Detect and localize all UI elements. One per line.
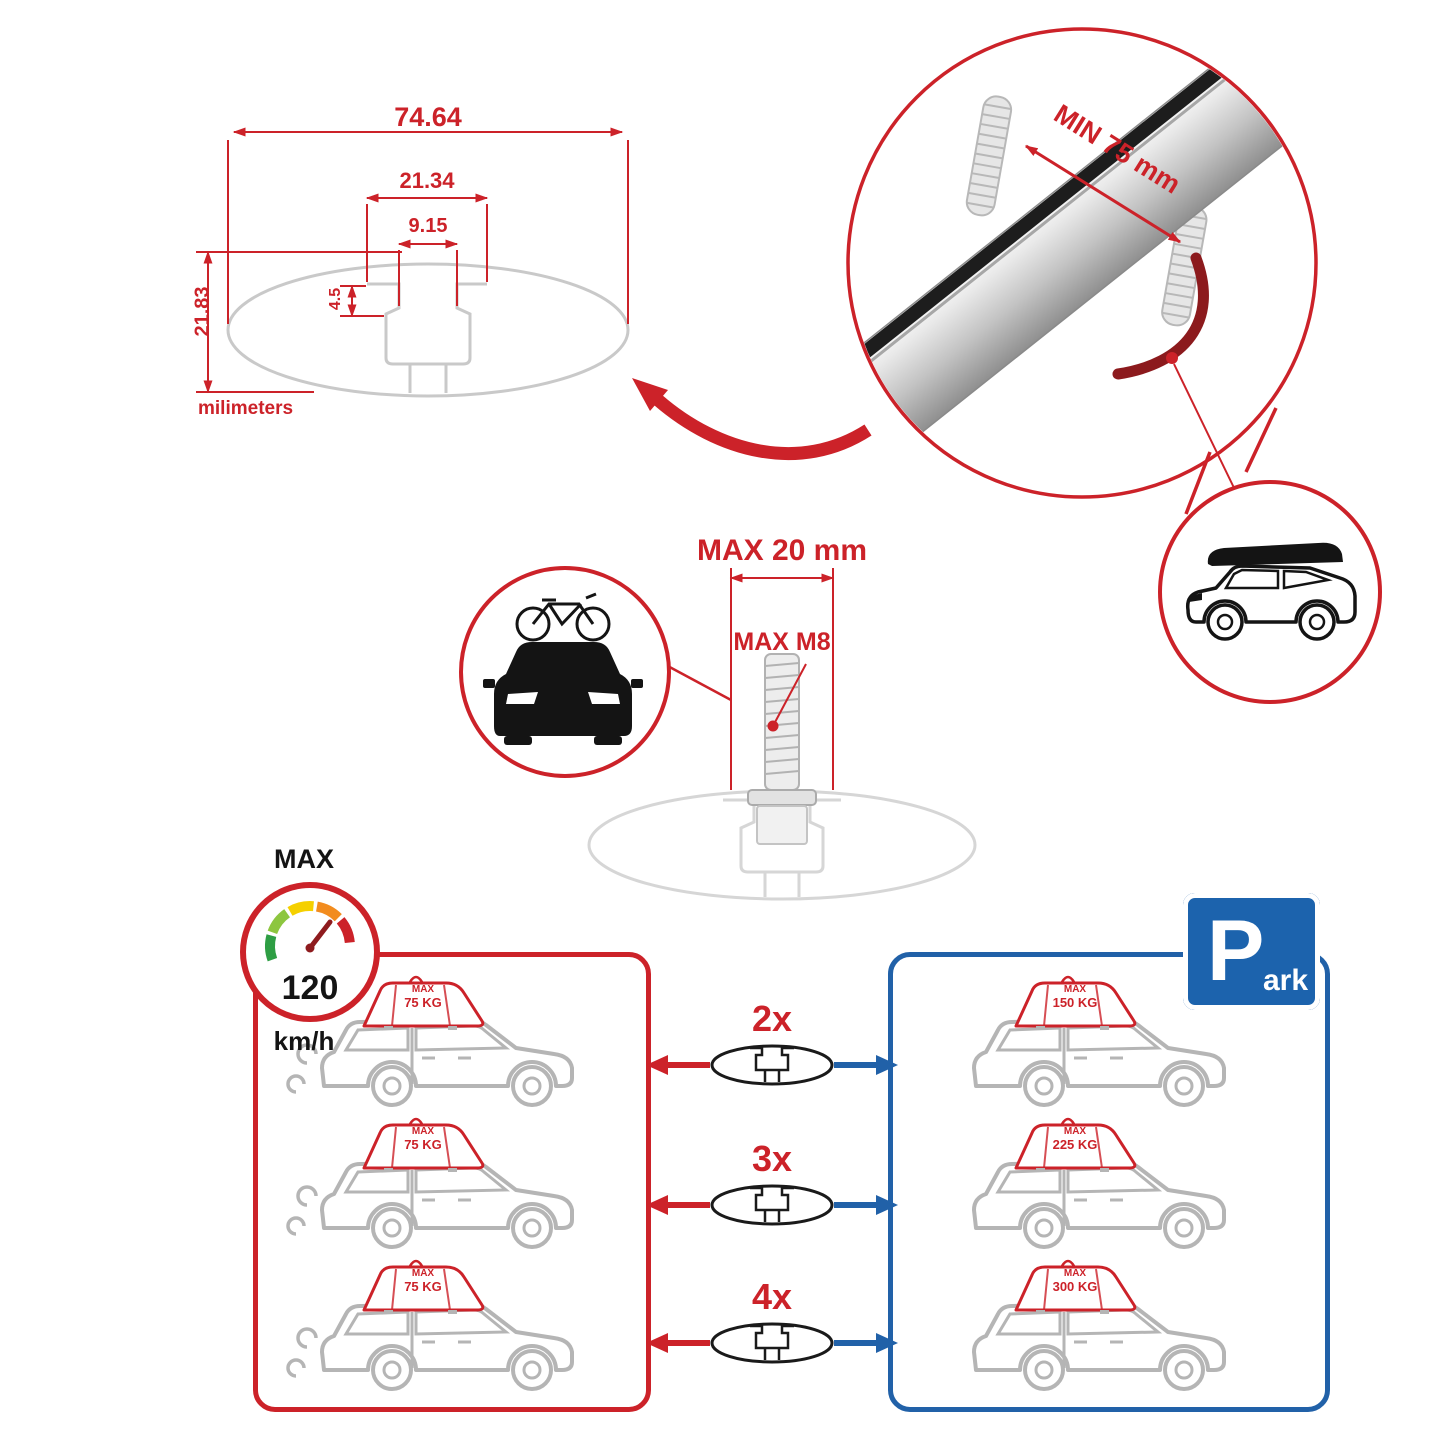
min-clamp-label: MIN 75 mm	[1048, 98, 1186, 200]
roof-load-weight: 225 KG	[1052, 1136, 1098, 1152]
car-with-roof-load: MAX 75 KG	[300, 1254, 600, 1394]
roof-load-max: MAX	[411, 1126, 435, 1137]
parking-sign: P ark	[1183, 893, 1320, 1010]
speedometer-icon	[265, 901, 355, 962]
speed-max-label: MAX	[274, 844, 334, 874]
roofbox-car-circle	[1158, 480, 1382, 704]
roof-load-max: MAX	[1063, 984, 1087, 995]
roof-load-label: MAX 150 KG	[1010, 984, 1140, 1010]
dim-lip-depth-label: 4.5	[327, 287, 344, 311]
clamp-detail-dot	[1166, 352, 1178, 364]
clamp-band-icon	[1112, 252, 1209, 380]
roof-load-max: MAX	[1063, 1126, 1087, 1137]
crossbar-cross-section-icon	[710, 1322, 834, 1364]
car-with-roof-load: MAX 150 KG	[952, 970, 1252, 1110]
roof-load-label: MAX 75 KG	[358, 984, 488, 1010]
bike-car-icon	[483, 592, 643, 745]
speed-unit-label: km/h	[273, 1026, 335, 1056]
roof-load-label: MAX 300 KG	[1010, 1268, 1140, 1294]
parking-sign-letter: P	[1207, 903, 1265, 999]
max-width-label: MAX 20 mm	[696, 534, 868, 567]
crossbar-cross-section-icon	[710, 1184, 834, 1226]
roof-load-label: MAX 75 KG	[358, 1126, 488, 1152]
speedometer-badge: 120	[240, 882, 380, 1022]
clamp-post-left-icon	[965, 95, 1013, 217]
parking-sign-suffix: ark	[1262, 964, 1308, 997]
roof-load-weight: 150 KG	[1052, 994, 1098, 1010]
car-with-roof-load: MAX 300 KG	[952, 1254, 1252, 1394]
roof-load-max: MAX	[411, 1268, 435, 1279]
clamp-post-right-icon	[1161, 205, 1208, 327]
roof-load-max: MAX	[1063, 1268, 1087, 1279]
roof-load-label: MAX 75 KG	[358, 1268, 488, 1294]
dim-slot-opening-label: 9.15	[408, 215, 448, 237]
max-thread-label: MAX M8	[733, 628, 831, 656]
curved-arrow	[653, 395, 872, 461]
multiplier-4x-label: 4x	[751, 1276, 793, 1317]
curved-arrow-head	[632, 378, 668, 411]
bike-car-circle	[459, 566, 671, 778]
roof-load-weight: 75 KG	[404, 994, 442, 1010]
connector-line	[1184, 451, 1212, 515]
car-with-roof-load: MAX 75 KG	[300, 970, 600, 1110]
roof-load-weight: 75 KG	[404, 1136, 442, 1152]
dim-total-height-label: 21.83	[191, 286, 214, 337]
roof-load-weight: 75 KG	[404, 1278, 442, 1294]
detail-leader-line	[1173, 363, 1237, 493]
car-with-roof-load: MAX 225 KG	[952, 1112, 1252, 1252]
crossbar-cross-section-icon	[710, 1044, 834, 1086]
car-with-roof-load: MAX 75 KG	[300, 1112, 600, 1252]
dim-total-width-label: 74.64	[394, 102, 462, 132]
detail-leader-line	[663, 662, 732, 702]
units-label: milimeters	[198, 398, 294, 419]
roof-load-weight: 300 KG	[1052, 1278, 1098, 1294]
dim-slot-outer-label: 21.34	[399, 168, 455, 193]
bolt-icon	[764, 653, 800, 791]
roof-load-max: MAX	[411, 984, 435, 995]
speed-value: 120	[281, 969, 339, 1007]
roof-load-label: MAX 225 KG	[1010, 1126, 1140, 1152]
fastener-diagram	[587, 568, 977, 901]
connector-line	[1244, 407, 1278, 473]
multiplier-3x-label: 3x	[751, 1138, 793, 1179]
multiplier-2x-label: 2x	[751, 998, 793, 1039]
roofbox-car-icon	[1185, 542, 1357, 641]
